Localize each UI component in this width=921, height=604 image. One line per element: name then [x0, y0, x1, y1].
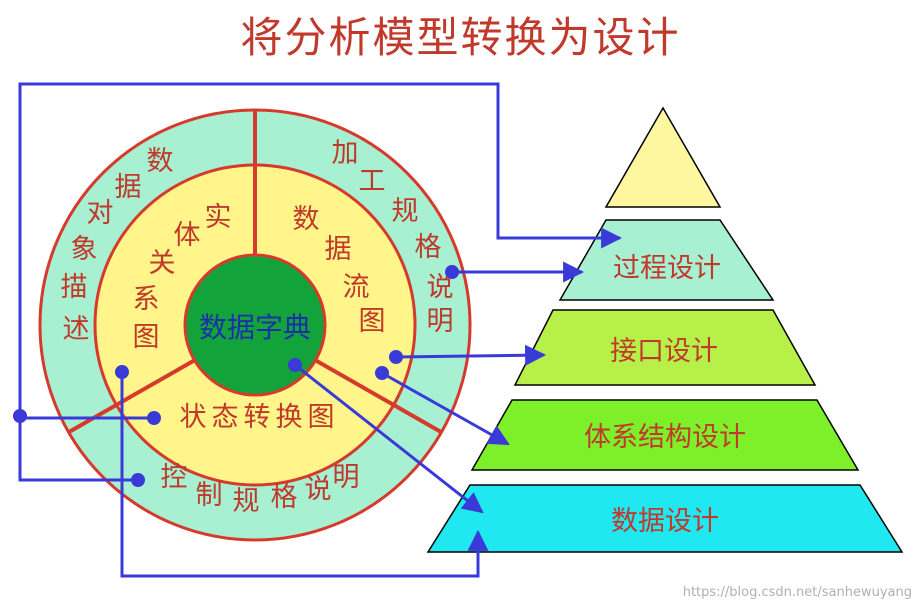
- connector-dfd-to-architecture-design: [381, 371, 510, 446]
- core-label-data-dictionary: 数据字典: [199, 311, 311, 344]
- label-char: 据: [115, 172, 142, 203]
- connector-data-object-to-process-design: [18, 82, 623, 416]
- label-char: 对: [87, 198, 114, 229]
- connector-dfd-to-interface-design: [395, 344, 547, 366]
- watermark: https://blog.csdn.net/sanhewuyang: [683, 585, 912, 600]
- label-char: 数: [147, 146, 174, 177]
- level-data-design: [426, 484, 904, 553]
- label-char: 加: [332, 138, 359, 169]
- label-char: 流: [343, 272, 370, 303]
- connector-er-to-data-design: [120, 372, 489, 578]
- dot-dfd-architecture: [375, 366, 389, 380]
- label-char: 换: [276, 402, 303, 433]
- label-char: 格: [271, 482, 298, 513]
- level-architecture-design: [470, 399, 860, 471]
- label-char: 明: [333, 462, 360, 493]
- label-char: 图: [359, 306, 386, 337]
- label-char: 描: [61, 272, 88, 303]
- dot-er-diagram: [115, 365, 129, 379]
- label-char: 图: [133, 322, 160, 353]
- label-char: 系: [133, 284, 160, 315]
- level-label-architecture-design: 体系结构设计: [584, 422, 746, 453]
- label-char: 体: [174, 220, 201, 251]
- outer-label-control-specification: 控制规格说明: [161, 462, 360, 517]
- label-char: 述: [63, 314, 90, 345]
- analysis-model: 数据对象描述 加工规格说明 控制规格说明 实体关系图 数据流图 状态转换图 数据…: [38, 108, 472, 542]
- pyramid-apex: [604, 106, 722, 208]
- label-char: 据: [325, 234, 352, 265]
- page-title: 将分析模型转换为设计: [240, 13, 681, 62]
- label-char: 图: [308, 402, 335, 433]
- dot-dfd-interface: [389, 350, 403, 364]
- label-char: 规: [233, 486, 260, 517]
- label-char: 工: [359, 166, 386, 197]
- label-char: 制: [196, 480, 223, 511]
- middle-label-state-transition-diagram: 状态转换图: [180, 402, 335, 433]
- label-char: 转: [244, 402, 271, 433]
- label-char: 规: [392, 196, 419, 227]
- dot-data-dictionary: [288, 358, 302, 372]
- connector-data-dictionary-to-data-design: [294, 363, 484, 514]
- level-label-interface-design: 接口设计: [610, 336, 718, 367]
- label-char: 关: [149, 248, 176, 279]
- divider-lower-left: [68, 358, 196, 434]
- label-char: 象: [71, 234, 98, 265]
- dot-process-spec: [445, 265, 459, 279]
- dot-state-transition: [147, 411, 161, 425]
- connector-state-transition-link: [18, 416, 154, 482]
- label-char: 实: [205, 202, 232, 233]
- label-char: 明: [427, 306, 454, 337]
- divider-lower-right: [314, 358, 442, 434]
- label-char: 格: [415, 232, 442, 263]
- label-char: 说: [305, 474, 332, 505]
- label-char: 控: [161, 462, 188, 493]
- label-char: 态: [212, 402, 239, 433]
- dot-control-spec: [131, 473, 145, 487]
- label-char: 数: [293, 204, 320, 235]
- connectors: [18, 82, 623, 578]
- connector-dots: [13, 265, 459, 487]
- dot-data-object: [13, 409, 27, 423]
- label-char: 状: [180, 402, 207, 433]
- level-label-process-design: 过程设计: [613, 253, 721, 284]
- level-label-data-design: 数据设计: [611, 506, 719, 537]
